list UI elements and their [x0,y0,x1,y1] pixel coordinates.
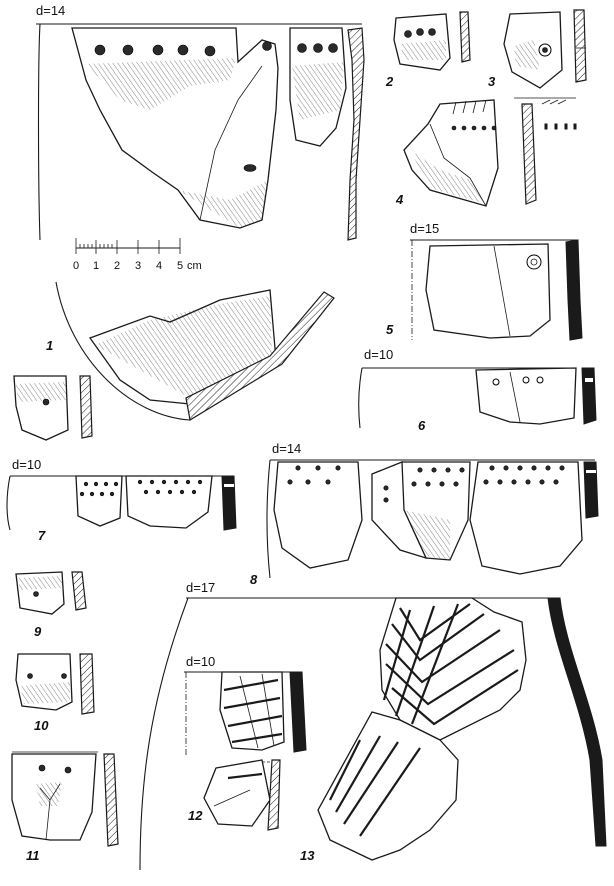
scale-bar: 0 1 2 3 4 5 cm [73,238,202,272]
fragment-5: d=15 [410,221,583,341]
figure-number-6: 6 [418,418,426,433]
chevron-grooves [329,603,519,837]
fragment-7: d=10 [6,457,237,531]
profile-1 [347,27,365,241]
scale-tick-4: 4 [156,260,162,272]
figure-number-13: 13 [300,848,315,863]
scale-tick-1: 1 [93,260,99,272]
sherd-13-lower [317,711,459,861]
diameter-label-1: d=14 [36,3,65,18]
figure-number-9: 9 [34,624,42,639]
fragment-3 [503,9,587,89]
pit-row-1 [94,41,338,172]
diameter-label-13: d=17 [186,580,215,595]
diameter-label-12: d=10 [186,654,215,669]
profile-13 [547,597,607,847]
fragment-8: d=14 [266,441,599,579]
fragment-4 [403,97,577,207]
scale-unit: cm [187,260,202,272]
figure-number-7: 7 [38,528,46,543]
fragment-6: d=10 [358,347,597,429]
vessel-13: d=17 [139,580,607,871]
fragment-9 [15,571,87,615]
fragment-small-left [13,375,93,441]
diameter-label-7: d=10 [12,457,41,472]
fragment-10 [15,653,95,715]
figure-number-12: 12 [188,808,203,823]
fragment-12: d=10 [184,654,307,831]
fragment-11 [11,751,119,847]
diameter-label-8: d=14 [272,441,301,456]
figure-number-5: 5 [386,322,394,337]
scale-tick-0: 0 [73,260,79,272]
figure-number-4: 4 [395,192,404,207]
scale-tick-2: 2 [114,260,120,272]
fragment-2 [393,11,471,71]
diameter-label-5: d=15 [410,221,439,236]
scale-tick-3: 3 [135,260,141,272]
figure-number-11: 11 [26,848,40,863]
figure-number-8: 8 [250,572,258,587]
scale-tick-5: 5 [177,260,183,272]
profile-1-base [185,291,335,421]
diameter-label-6: d=10 [364,347,393,362]
vessel-1: d=14 [36,3,365,421]
figure-number-2: 2 [385,74,394,89]
figure-number-10: 10 [34,718,49,733]
figure-number-3: 3 [488,74,496,89]
figure-number-1: 1 [46,338,53,353]
